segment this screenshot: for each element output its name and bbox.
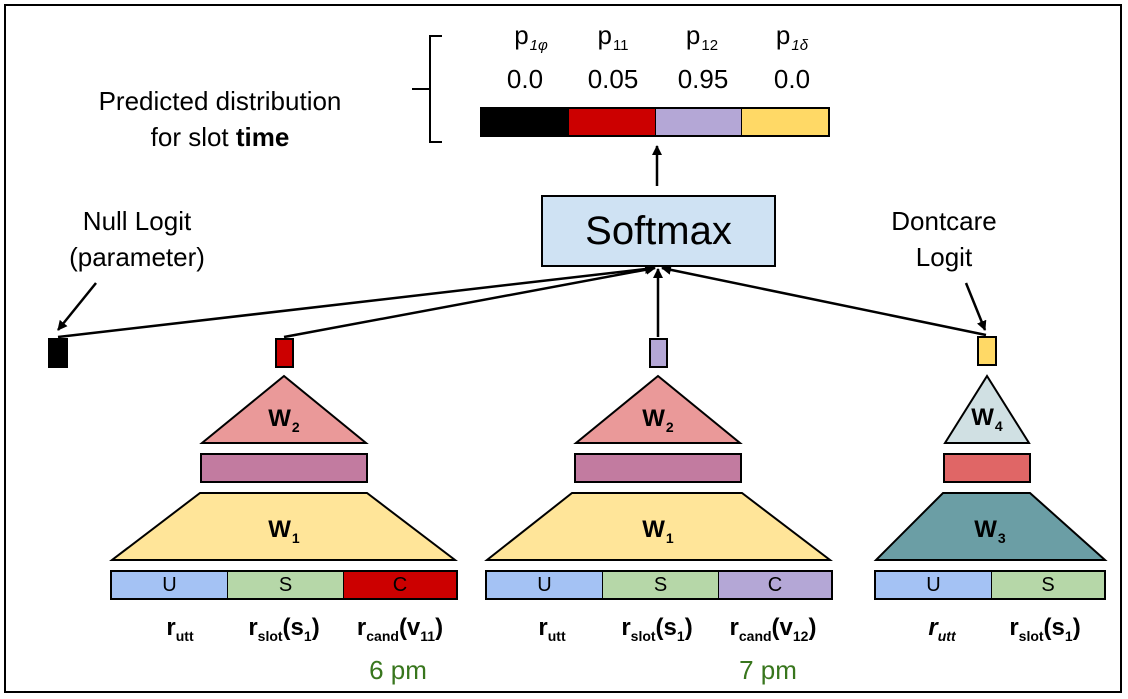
w1-layer-middle [484,492,833,561]
softmax-label: Softmax [585,208,732,253]
w2-layer-middle [573,374,743,444]
null-logit-line1: Null Logit [82,206,192,236]
input-row-dontcare: U S [874,570,1106,600]
segment-c: C [344,572,456,598]
w3-layer [873,492,1108,561]
prob-label-11: p11 [597,20,629,54]
w2-layer-left [199,374,369,444]
predicted-label-line2: for slot time [150,122,290,152]
null-logit-line2: (parameter) [69,242,205,272]
w3-label: W3 [974,516,1006,546]
input-label-slot-left: rslot(s1) [248,614,320,644]
segment-u: U [876,572,992,598]
dist-segment-12 [655,109,743,135]
w4-layer [943,374,1031,444]
arrow-dontcare-label [964,282,987,331]
prob-label-12: p12 [685,20,719,54]
prob-value-null: 0.0 [506,64,544,94]
softmax-box: Softmax [541,195,776,267]
arrow-c1-to-softmax [283,264,656,339]
input-label-slot-dontcare: rslot(s1) [1009,614,1081,644]
w1-label-middle: W1 [642,516,674,546]
slot-name: time [235,122,290,152]
segment-s: S [603,572,719,598]
prob-label-null: p1φ [514,20,548,54]
null-logit-node [48,338,68,368]
distribution-bar [480,107,830,137]
input-label-utt-dontcare: rutt [928,614,956,644]
candidate-logit-node-12 [649,338,668,368]
input-label-cand-left: rcand(v11) [356,614,444,644]
input-row-middle: U S C [485,570,833,600]
w2-label-middle: W2 [642,405,674,435]
candidate-value-7pm: 7 pm [739,655,797,685]
candidate-logit-node-11 [275,338,294,368]
input-label-cand-middle: rcand(v12) [729,614,817,644]
dontcare-logit-line2: Logit [915,242,973,272]
w1-label-left: W1 [268,516,300,546]
input-label-utt-left: rutt [166,614,194,644]
input-row-left: U S C [110,570,458,600]
hidden-bar-dontcare [943,453,1031,483]
dist-segment-null [482,109,569,135]
diagram-frame [4,4,1122,693]
arrow-null-to-softmax [57,264,655,339]
input-label-utt-middle: rutt [538,614,566,644]
segment-s: S [992,572,1104,598]
arrow-null-label [57,282,97,331]
hidden-bar-middle [574,453,742,483]
w1-layer-left [109,492,458,561]
arrow-dontcare-to-softmax [661,264,987,337]
segment-s: S [228,572,344,598]
dontcare-logit-node [977,336,997,366]
input-label-slot-middle: rslot(s1) [621,614,693,644]
w2-label-left: W2 [268,405,300,435]
candidate-value-6pm: 6 pm [369,655,427,685]
bracket [412,35,442,143]
dist-segment-dontcare [742,109,828,135]
hidden-bar-left [200,453,368,483]
prob-value-11: 0.05 [587,64,639,94]
prob-value-12: 0.95 [677,64,729,94]
prob-label-dontcare: p1δ [775,20,809,54]
dontcare-logit-line1: Dontcare [891,206,997,236]
prob-value-dontcare: 0.0 [773,64,811,94]
segment-c: C [719,572,831,598]
segment-u: U [487,572,603,598]
segment-u: U [112,572,228,598]
predicted-label-line1: Predicted distribution [98,86,342,116]
w4-label: W4 [971,404,1003,434]
dist-segment-11 [568,109,656,135]
